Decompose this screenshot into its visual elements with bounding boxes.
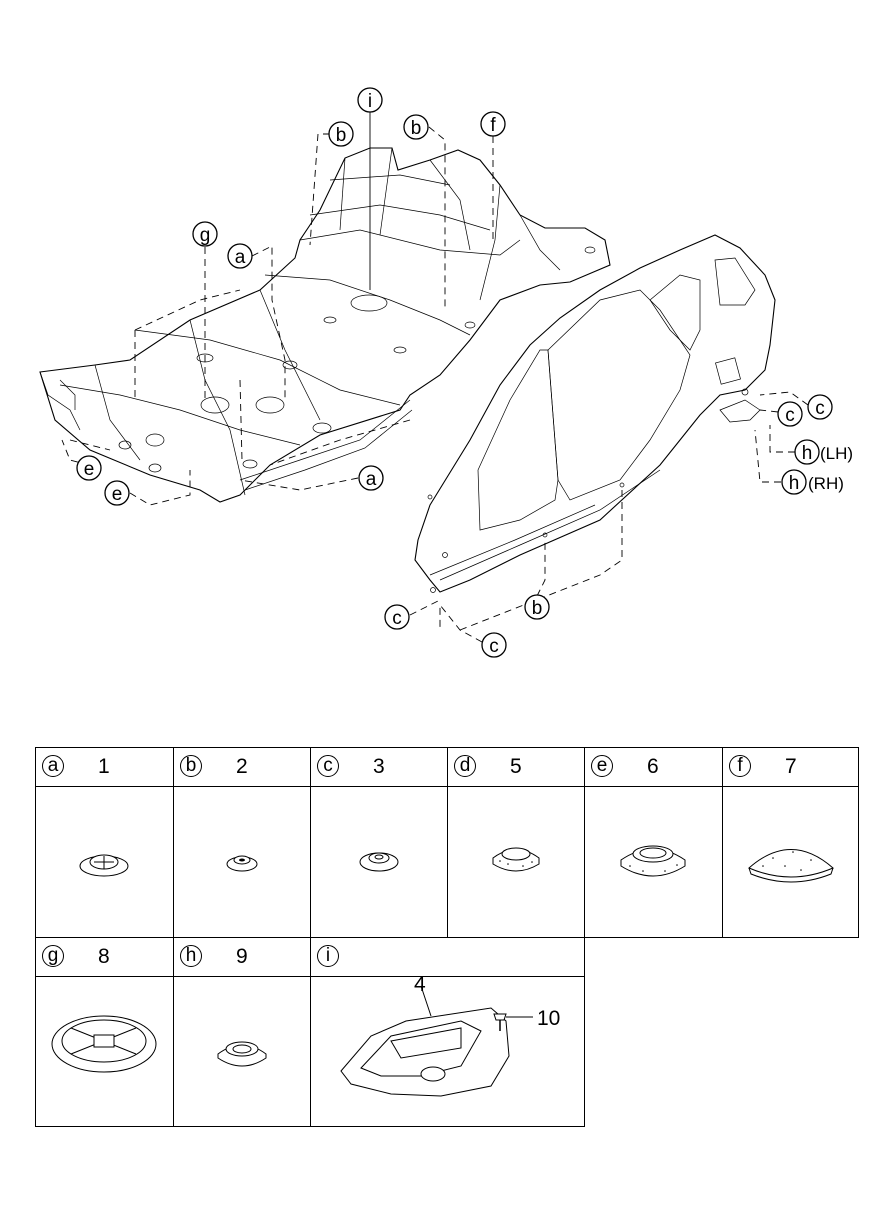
body-plugs-diagram: i b b f g a a e e c c c c b h h (LH) (RH… xyxy=(39,87,853,658)
callout-c-right-outer: c xyxy=(807,394,833,420)
floor-pan-illustration xyxy=(39,147,611,503)
part-header: a 1 xyxy=(36,748,173,787)
cover-plate-icon: 4 10 xyxy=(311,973,584,1126)
part-number: 1 xyxy=(98,755,110,778)
part-letter: d xyxy=(454,755,476,777)
callout-h-lh: h xyxy=(794,439,820,465)
part-header: h 9 xyxy=(174,938,310,977)
part-number: 2 xyxy=(236,755,248,778)
screw-part-number: 10 xyxy=(537,1007,560,1030)
svg-text:a: a xyxy=(366,469,377,490)
part-letter: h xyxy=(180,945,202,967)
part-letter: g xyxy=(42,945,64,967)
part-letter: c xyxy=(317,755,339,777)
callout-c-left: c xyxy=(384,604,410,630)
part-header: e 6 xyxy=(585,748,722,787)
rubber-plug-icon xyxy=(448,786,584,937)
lh-label: (LH) xyxy=(820,444,853,463)
large-cover-icon xyxy=(36,976,173,1126)
svg-text:g: g xyxy=(200,225,211,246)
part-header: b 2 xyxy=(174,748,310,787)
callout-e-upper: e xyxy=(76,455,102,481)
part-cell-e: e 6 xyxy=(584,747,723,938)
callout-c-right-inner: c xyxy=(777,401,803,427)
part-number: 5 xyxy=(510,755,522,778)
callout-f: f xyxy=(480,111,506,137)
side-body-illustration xyxy=(414,234,776,593)
dome-cap-icon xyxy=(723,786,858,937)
plug-icon xyxy=(311,786,447,937)
svg-text:i: i xyxy=(368,91,372,112)
svg-text:c: c xyxy=(489,636,499,657)
plug-icon xyxy=(174,976,310,1126)
part-number: 8 xyxy=(98,945,110,968)
svg-text:b: b xyxy=(336,125,347,146)
svg-text:e: e xyxy=(112,484,123,505)
part-letter: b xyxy=(180,755,202,777)
part-letter: e xyxy=(591,755,613,777)
part-number: 6 xyxy=(647,755,659,778)
callout-a-upper: a xyxy=(227,243,253,269)
callout-e-lower: e xyxy=(104,480,130,506)
svg-text:h: h xyxy=(802,443,813,464)
svg-text:e: e xyxy=(84,459,95,480)
part-letter: i xyxy=(317,945,339,967)
cover-plate-part-number: 4 xyxy=(414,976,426,996)
part-cell-b: b 2 xyxy=(173,747,311,938)
part-cell-i: i 4 10 xyxy=(310,937,585,1127)
svg-text:c: c xyxy=(785,405,795,426)
part-number: 3 xyxy=(373,755,385,778)
part-cell-c: c 3 xyxy=(310,747,448,938)
svg-text:b: b xyxy=(411,118,422,139)
svg-text:f: f xyxy=(490,115,496,136)
callout-b-upper-right: b xyxy=(403,114,429,140)
part-number: 9 xyxy=(236,945,248,968)
part-number: 7 xyxy=(785,755,797,778)
leader-lines xyxy=(61,111,809,643)
callout-h-rh: h xyxy=(781,469,807,495)
svg-text:a: a xyxy=(235,247,246,268)
small-plug-icon xyxy=(174,786,310,937)
part-cell-g: g 8 xyxy=(35,937,174,1127)
callout-a-lower: a xyxy=(358,465,384,491)
part-cell-f: f 7 xyxy=(722,747,859,938)
grommet-icon xyxy=(36,786,173,937)
callout-i: i xyxy=(357,87,383,113)
part-letter: a xyxy=(42,755,64,777)
part-header: i xyxy=(311,938,584,977)
svg-text:c: c xyxy=(815,398,825,419)
part-cell-a: a 1 xyxy=(35,747,174,938)
svg-text:c: c xyxy=(392,608,402,629)
callout-g: g xyxy=(192,221,218,247)
svg-text:h: h xyxy=(789,473,800,494)
part-cell-h: h 9 xyxy=(173,937,311,1127)
part-header: g 8 xyxy=(36,938,173,977)
parts-table: a 1 b 2 c 3 xyxy=(35,747,859,1127)
callout-c-bottom: c xyxy=(481,632,507,658)
callout-b-upper-left: b xyxy=(328,121,354,147)
svg-text:b: b xyxy=(532,598,543,619)
large-plug-icon xyxy=(585,786,722,937)
part-header: c 3 xyxy=(311,748,447,787)
part-header: f 7 xyxy=(723,748,858,787)
part-header: d 5 xyxy=(448,748,584,787)
callout-b-lower: b xyxy=(524,594,550,620)
rh-label: (RH) xyxy=(808,474,844,493)
part-letter: f xyxy=(729,755,751,777)
part-cell-d: d 5 xyxy=(447,747,585,938)
